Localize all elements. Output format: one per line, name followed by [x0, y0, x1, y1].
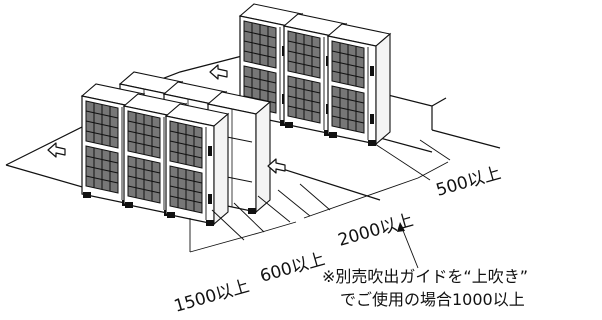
dimension-rear-gap: 2000以上	[336, 210, 416, 251]
outdoor-unit-icon	[327, 23, 391, 147]
airflow-arrow-icon	[209, 64, 228, 80]
note-line-2: でご使用の場合1000以上	[340, 290, 525, 309]
note-line-1: ※別売吹出ガイドを“上吹き”	[322, 267, 528, 286]
outdoor-unit-icon	[165, 103, 229, 227]
dimension-front-left: 1500以上	[172, 276, 252, 317]
airflow-arrow-icon	[47, 142, 66, 158]
note-pointer	[397, 222, 419, 269]
dimension-rear-wall: 500以上	[434, 163, 503, 201]
dimension-lines	[189, 139, 451, 253]
dimension-front-gap: 600以上	[258, 249, 327, 287]
